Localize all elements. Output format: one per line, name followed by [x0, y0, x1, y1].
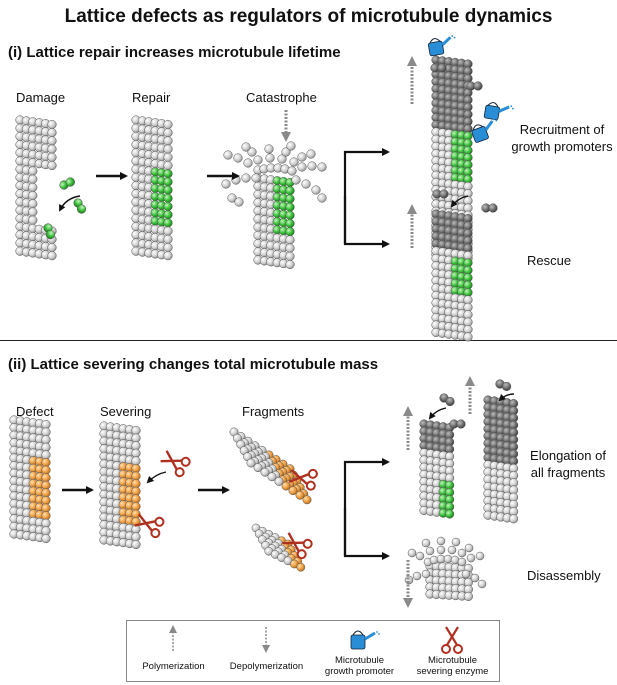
- lattice-elongation-2: [483, 395, 519, 524]
- fragment-upper: [229, 427, 312, 505]
- label-repair: Repair: [132, 90, 171, 105]
- legend-polymerization: Polymerization: [127, 621, 220, 681]
- lattice-rescue: [431, 209, 473, 342]
- label-recruitment-line1: Recruitment of: [519, 122, 605, 137]
- label-disassembly: Disassembly: [527, 568, 601, 583]
- free-dimer-rescue-1: [432, 189, 449, 199]
- polymerization-arrow-rescue: [407, 204, 417, 248]
- label-elongation: Elongation of all fragments: [520, 447, 616, 481]
- scissors-icon-severing-1: [160, 450, 191, 478]
- label-elongation-line1: Elongation of: [530, 448, 606, 463]
- label-fragments: Fragments: [242, 404, 305, 419]
- free-dimer-damage-2: [73, 198, 87, 214]
- lattice-damage: [15, 115, 57, 261]
- branch-arrow-bottom-i: [343, 196, 390, 248]
- legend-growth-promoter: Microtubule growth promoter: [313, 621, 406, 681]
- label-elongation-line2: all fragments: [530, 465, 606, 480]
- depolymerization-arrow-disassembly: [403, 560, 413, 608]
- legend-polymerization-label: Polymerization: [142, 661, 205, 672]
- polymerization-arrow-elong-2: [465, 376, 475, 414]
- legend-severing-enzyme: Microtubule severing enzyme: [406, 621, 499, 681]
- free-dimer-elong-2: [449, 419, 466, 429]
- lattice-elongation-1: [419, 419, 455, 519]
- down-dashed-arrow-icon: [262, 627, 270, 653]
- label-defect: Defect: [16, 404, 54, 419]
- lattice-disassembly: [425, 561, 473, 601]
- polymerization-arrow-elong-1: [403, 406, 413, 450]
- scissors-icon-severing-2: [134, 513, 165, 539]
- legend-growth-promoter-label: Microtubule growth promoter: [313, 655, 406, 677]
- label-recruitment-line2: growth promoters: [511, 139, 613, 154]
- depolymerization-arrow-catastrophe: [281, 110, 291, 142]
- branch-arrow-top-i: [343, 148, 390, 244]
- up-dashed-arrow-icon: [169, 625, 177, 651]
- watering-can-icon-1: [427, 35, 456, 57]
- watering-can-icon-2: [483, 102, 514, 121]
- lattice-catastrophe: [253, 173, 295, 270]
- free-dimer-top-1: [430, 63, 447, 73]
- lattice-severing: [99, 421, 141, 550]
- free-dimer-rescue-2: [481, 203, 498, 213]
- free-dimer-damage-3: [43, 223, 55, 240]
- legend-severing-enzyme-label: Microtubule severing enzyme: [406, 655, 499, 677]
- label-severing: Severing: [100, 404, 152, 419]
- free-dimer-damage-1: [59, 177, 75, 190]
- legend-growth-promoter-line1: Microtubule: [334, 655, 385, 666]
- watering-can-icon-3: [471, 118, 498, 143]
- branch-arrow-top-ii: [343, 458, 390, 556]
- branch-arrow-bottom-ii: [343, 508, 390, 560]
- legend-box: Polymerization Depolymerization Microtub…: [126, 620, 500, 682]
- lattice-defect: [9, 415, 51, 544]
- splaying-protofilaments-disassembly: [404, 536, 487, 589]
- scissors-icon-fragment-2: [282, 532, 313, 560]
- free-dimer-elong-1: [439, 393, 455, 407]
- figure-title: Lattice defects as regulators of microtu…: [64, 6, 553, 27]
- legend-severing-enzyme-line2: severing enzyme: [416, 666, 489, 677]
- section-divider: [0, 340, 617, 341]
- section2-heading: (ii) Lattice severing changes total micr…: [8, 356, 379, 373]
- curved-arrow-elong-2: [498, 393, 515, 402]
- legend-severing-enzyme-line1: Microtubule: [427, 655, 478, 666]
- curved-arrow-rescue: [450, 195, 469, 208]
- legend-depolymerization: Depolymerization: [220, 621, 313, 681]
- watering-can-icon: [350, 630, 380, 650]
- curved-arrow-severing-top: [146, 471, 167, 484]
- free-dimer-top-2: [466, 81, 483, 91]
- legend-growth-promoter-line2: growth promoter: [324, 666, 395, 677]
- section1-heading: (i) Lattice repair increases microtubule…: [8, 44, 341, 61]
- label-recruitment: Recruitment of growth promoters: [506, 121, 617, 155]
- scissors-icon: [441, 626, 463, 654]
- curved-arrow-damage: [59, 195, 81, 212]
- free-dimer-elong-3: [495, 379, 512, 391]
- legend-depolymerization-label: Depolymerization: [229, 661, 304, 672]
- label-damage: Damage: [16, 90, 66, 105]
- label-rescue: Rescue: [527, 253, 572, 268]
- lattice-repair: [131, 115, 173, 261]
- label-catastrophe: Catastrophe: [246, 90, 317, 105]
- scissors-icon-fragment-1: [288, 468, 318, 491]
- fragment-lower: [251, 523, 306, 572]
- polymerization-arrow-recruitment: [407, 56, 417, 104]
- curved-arrow-elong-1: [428, 407, 447, 420]
- splaying-protofilaments-catastrophe: [221, 141, 327, 207]
